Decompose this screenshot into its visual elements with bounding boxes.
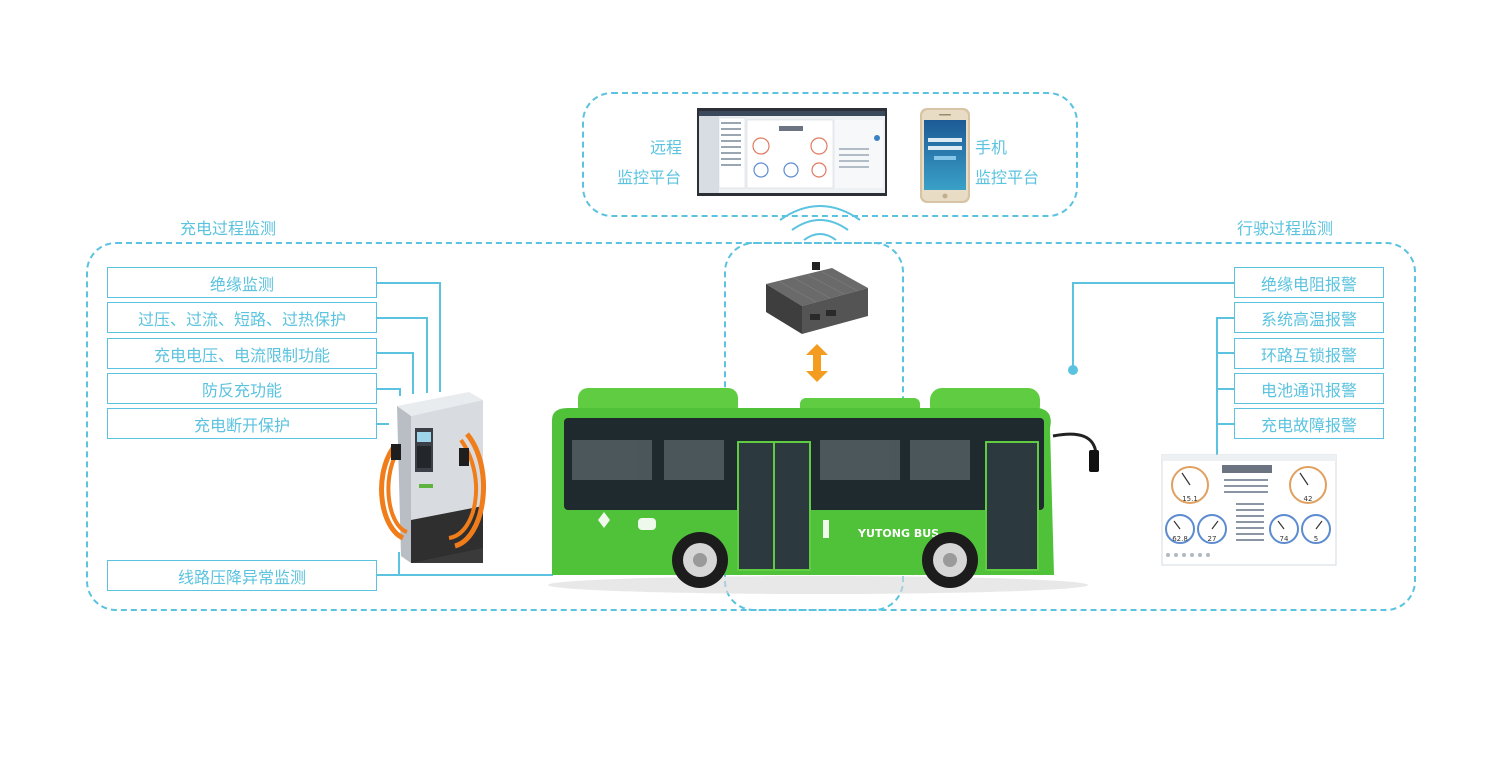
- connector-line: [1072, 282, 1074, 370]
- alarm-insulation-resistance: 绝缘电阻报警: [1234, 267, 1384, 298]
- alarm-loop-interlock: 环路互锁报警: [1234, 338, 1384, 369]
- connector-line: [377, 317, 427, 319]
- dashboard-readout: 74: [1280, 535, 1289, 543]
- monitoring-terminal-device: [766, 262, 868, 334]
- feature-insulation-monitoring: 绝缘监测: [107, 267, 377, 298]
- charging-station: [379, 392, 486, 563]
- alarm-battery-communication: 电池通讯报警: [1234, 373, 1384, 404]
- dashboard-readout: 15.1: [1182, 495, 1198, 503]
- vehicle-dashboard-panel: 15.1 42 62.8 27 74 5: [1161, 454, 1337, 566]
- connector-line: [399, 388, 401, 396]
- mobile-phone: [920, 108, 970, 203]
- feature-line-voltage-drop-monitoring: 线路压降异常监测: [107, 560, 377, 591]
- mobile-label-line2: 监控平台: [975, 168, 1040, 187]
- connector-line: [398, 552, 400, 574]
- dashboard-readout: 42: [1304, 495, 1313, 503]
- remote-platform-frame: [582, 92, 1078, 217]
- mobile-label-line1: 手机: [975, 138, 1008, 157]
- charging-section-title: 充电过程监测: [180, 219, 277, 238]
- wireless-signal-icon: [779, 205, 861, 241]
- connector-line: [377, 574, 553, 576]
- bus-brand-text: YUTONG BUS: [857, 527, 939, 540]
- connector-line: [412, 352, 414, 394]
- feature-overvoltage-protection: 过压、过流、短路、过热保护: [107, 302, 377, 333]
- data-exchange-arrow-icon: [806, 344, 828, 382]
- alarm-charging-fault: 充电故障报警: [1234, 408, 1384, 439]
- connector-line: [1072, 282, 1234, 284]
- remote-monitor-screen: [697, 108, 887, 196]
- connector-line: [377, 423, 389, 425]
- remote-label-line2: 监控平台: [617, 168, 682, 187]
- connector-line: [377, 388, 400, 390]
- alarm-system-high-temp: 系统高温报警: [1234, 302, 1384, 333]
- connector-line: [426, 317, 428, 393]
- dashboard-readout: 27: [1208, 535, 1217, 543]
- connector-line: [1216, 352, 1234, 354]
- remote-label-line1: 远程: [650, 138, 683, 157]
- connector-line: [1216, 317, 1234, 319]
- feature-disconnect-protection: 充电断开保护: [107, 408, 377, 439]
- connector-line: [377, 352, 413, 354]
- dashboard-readout: 5: [1314, 535, 1318, 543]
- connector-line: [1216, 423, 1234, 425]
- connector-line: [1216, 317, 1218, 455]
- connector-line: [377, 282, 440, 284]
- driving-section-title: 行驶过程监测: [1237, 219, 1334, 238]
- feature-reverse-charge-protection: 防反充功能: [107, 373, 377, 404]
- connector-line: [1216, 388, 1234, 390]
- dashboard-readout: 62.8: [1172, 535, 1188, 543]
- electric-bus: YUTONG BUS: [548, 388, 1099, 594]
- connector-line: [439, 282, 441, 392]
- connector-dot: [1068, 365, 1078, 375]
- feature-voltage-current-limit: 充电电压、电流限制功能: [107, 338, 377, 369]
